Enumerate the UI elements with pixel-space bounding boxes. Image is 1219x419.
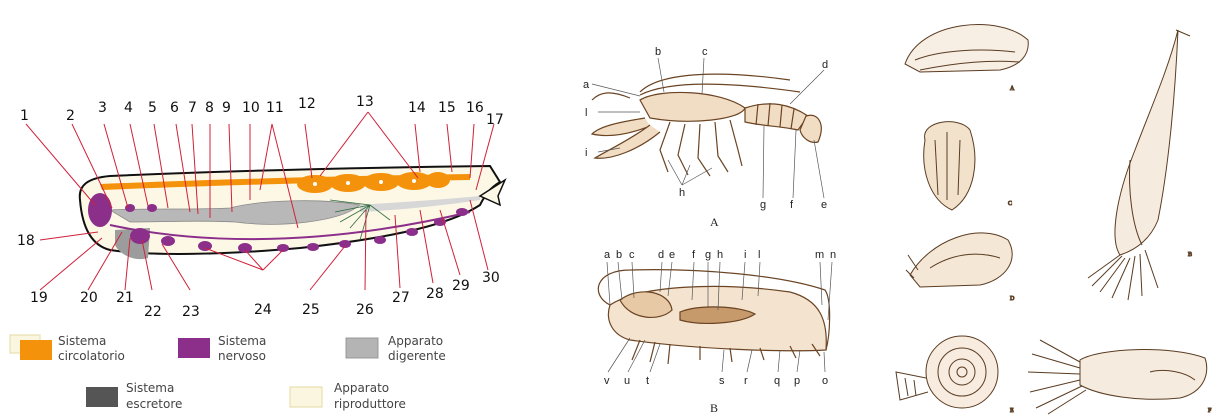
sketch-e-caption: E bbox=[1010, 408, 1014, 414]
label-26: 26 bbox=[356, 302, 374, 318]
cray-a-label-f: f bbox=[790, 199, 794, 211]
sketch-b: B bbox=[1088, 30, 1192, 300]
legend-circulatory: Sistema circolatorio bbox=[10, 334, 125, 363]
cray-b-label-c: c bbox=[629, 249, 635, 261]
cray-a-label-g: g bbox=[760, 199, 766, 211]
cray-a-label-a: a bbox=[583, 79, 590, 91]
label-29: 29 bbox=[452, 278, 470, 294]
sketch-d: D bbox=[906, 233, 1015, 302]
label-14: 14 bbox=[408, 100, 426, 116]
sketch-a-caption: A bbox=[1010, 86, 1015, 92]
legend-nervous: Sistema nervoso bbox=[178, 334, 266, 363]
label-15: 15 bbox=[438, 100, 456, 116]
cray-a-label-h: h bbox=[679, 187, 685, 199]
cray-b-label-g: g bbox=[705, 249, 711, 261]
abdomen-a bbox=[745, 104, 808, 130]
legend-digestive-line1: Apparato bbox=[388, 334, 443, 348]
legend-circulatory-line2: circolatorio bbox=[58, 349, 125, 363]
label-8: 8 bbox=[205, 100, 214, 116]
cray-b-label-l: l bbox=[758, 249, 760, 261]
legend-excretory-line2: escretore bbox=[126, 397, 182, 411]
cray-a-label-i: i bbox=[585, 147, 587, 159]
sketch-f: F bbox=[1028, 340, 1212, 414]
crayfish-external-view bbox=[592, 58, 824, 198]
cray-b-label-u: u bbox=[624, 375, 630, 387]
label-23: 23 bbox=[182, 304, 200, 320]
cray-b-label-h: h bbox=[717, 249, 723, 261]
legend-reproductive-line2: riproduttore bbox=[334, 397, 406, 411]
cray-a-label-b: b bbox=[655, 46, 661, 58]
label-16: 16 bbox=[466, 100, 484, 116]
cray-a-label-d: d bbox=[822, 59, 828, 71]
cray-b-label-i: i bbox=[744, 249, 746, 261]
legend: Sistema circolatorio Sistema nervoso App… bbox=[10, 334, 446, 411]
label-10: 10 bbox=[242, 100, 260, 116]
label-22: 22 bbox=[144, 304, 162, 320]
label-13: 13 bbox=[356, 94, 374, 110]
cray-a-label-c: c bbox=[702, 46, 708, 58]
label-1: 1 bbox=[20, 108, 29, 124]
cray-b-label-t: t bbox=[646, 375, 649, 387]
label-4: 4 bbox=[124, 100, 133, 116]
sketch-d-caption: D bbox=[1010, 296, 1015, 302]
legend-circulatory-line1: Sistema bbox=[58, 334, 106, 348]
crayfish-a-labels: a b c d l i h g f e A bbox=[583, 46, 828, 229]
label-17: 17 bbox=[486, 112, 504, 128]
legend-digestive-line2: digerente bbox=[388, 349, 446, 363]
legend-nervous-line1: Sistema bbox=[218, 334, 266, 348]
sketch-c: C bbox=[924, 122, 1012, 210]
label-28: 28 bbox=[426, 286, 444, 302]
sketch-e: E bbox=[896, 336, 1014, 414]
legend-reproductive-line1: Apparato bbox=[334, 381, 389, 395]
body-diagram: 1 2 3 4 5 6 7 8 9 10 11 12 13 14 15 16 1… bbox=[17, 94, 505, 320]
label-6: 6 bbox=[170, 100, 179, 116]
label-5: 5 bbox=[148, 100, 157, 116]
cray-b-label-n: n bbox=[830, 249, 836, 261]
cray-b-label-p: p bbox=[794, 375, 800, 387]
crayfish-internal-view bbox=[598, 262, 832, 372]
label-3: 3 bbox=[98, 100, 107, 116]
cray-a-caption: A bbox=[710, 215, 719, 229]
brain bbox=[88, 193, 112, 227]
legend-nervous-line2: nervoso bbox=[218, 349, 266, 363]
label-24: 24 bbox=[254, 302, 272, 318]
label-2: 2 bbox=[66, 108, 75, 124]
cray-b-label-b: b bbox=[616, 249, 622, 261]
cray-b-label-d: d bbox=[658, 249, 664, 261]
sketch-a: A bbox=[905, 25, 1028, 92]
label-27: 27 bbox=[392, 290, 410, 306]
cray-b-label-m: m bbox=[815, 249, 824, 261]
legend-excretory-line1: Sistema bbox=[126, 381, 174, 395]
label-20: 20 bbox=[80, 290, 98, 306]
label-12: 12 bbox=[298, 96, 316, 112]
legend-excretory: Sistema escretore bbox=[86, 381, 182, 411]
carapace-a bbox=[640, 92, 745, 121]
cray-b-label-r: r bbox=[744, 375, 748, 387]
label-9: 9 bbox=[222, 100, 231, 116]
legend-digestive: Apparato digerente bbox=[346, 334, 446, 363]
cray-a-label-e: e bbox=[821, 199, 827, 211]
label-21: 21 bbox=[116, 290, 134, 306]
cray-b-label-o: o bbox=[822, 375, 828, 387]
label-19: 19 bbox=[30, 290, 48, 306]
cray-a-label-l: l bbox=[585, 107, 587, 119]
legend-reproductive: Apparato riproduttore bbox=[290, 381, 406, 411]
cray-b-label-v: v bbox=[604, 375, 610, 387]
label-18: 18 bbox=[17, 233, 35, 249]
cray-b-label-f: f bbox=[692, 249, 696, 261]
cray-b-label-q: q bbox=[774, 375, 780, 387]
label-25: 25 bbox=[302, 302, 320, 318]
label-11: 11 bbox=[266, 100, 284, 116]
cray-b-label-e: e bbox=[669, 249, 675, 261]
sketch-c-caption: C bbox=[1008, 201, 1012, 207]
label-30: 30 bbox=[482, 270, 500, 286]
label-7: 7 bbox=[188, 100, 197, 116]
cray-b-caption: B bbox=[710, 401, 718, 415]
cray-b-label-s: s bbox=[719, 375, 725, 387]
mollusc-sketches: A C D E bbox=[896, 25, 1212, 414]
sketch-b-caption: B bbox=[1188, 252, 1192, 258]
sketch-f-caption: F bbox=[1208, 408, 1212, 414]
cray-b-label-a: a bbox=[604, 249, 611, 261]
